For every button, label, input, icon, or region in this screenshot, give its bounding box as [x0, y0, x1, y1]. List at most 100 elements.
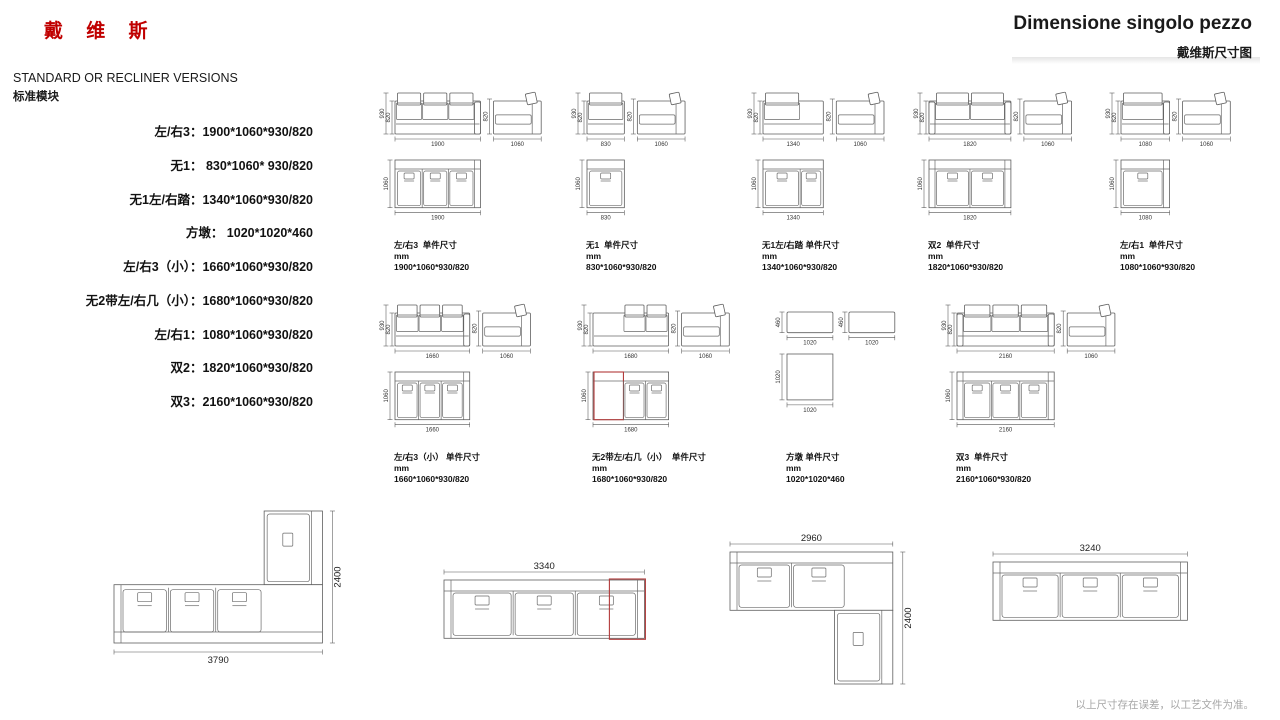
sofa-front-view	[394, 304, 471, 347]
svg-text:1340: 1340	[786, 216, 800, 222]
dim-vertical: 1060	[384, 371, 393, 420]
sofa-top-view	[394, 371, 471, 421]
svg-text:1060: 1060	[1110, 177, 1116, 191]
dim-vertical: 930	[578, 304, 587, 347]
dim-horizontal: 1340	[762, 210, 824, 222]
dim-horizontal: 1060	[1066, 348, 1116, 360]
config-run-top-view	[443, 579, 645, 639]
dim-vertical: 820	[1014, 98, 1023, 135]
sofa-front-view	[394, 92, 481, 135]
dim-horizontal: 1900	[394, 210, 481, 222]
svg-text:3240: 3240	[1080, 543, 1101, 554]
caption-line: mm	[786, 463, 802, 474]
ottoman-front-view	[786, 311, 834, 334]
caption-line: 双2 单件尺寸	[928, 240, 980, 250]
svg-text:1060: 1060	[853, 142, 867, 148]
dim-horizontal: 1020	[848, 335, 896, 347]
svg-text:830: 830	[601, 216, 612, 222]
sofa-side-view	[636, 91, 686, 135]
dim-vertical: 820	[1112, 100, 1121, 135]
sofa-top-view	[394, 159, 481, 209]
dim-vertical: 1060	[384, 159, 393, 208]
dim-horizontal: 3790	[113, 649, 323, 666]
spec-item: 左/右1：1080*1060*930/820	[154, 327, 313, 342]
svg-text:1820: 1820	[963, 142, 977, 148]
dim-horizontal: 1080	[1120, 136, 1170, 148]
svg-text:820: 820	[826, 111, 832, 122]
versions-subheading: 标准模块	[13, 91, 59, 103]
sofa-side-view	[482, 303, 531, 347]
caption-line: mm	[394, 251, 410, 262]
spec-item: 双2：1820*1060*930/820	[170, 361, 313, 376]
svg-text:820: 820	[754, 112, 760, 123]
dim-vertical: 820	[754, 100, 763, 135]
dim-vertical: 820	[948, 312, 957, 347]
dim-vertical: 820	[386, 100, 395, 135]
config-straight-3340: 3340	[436, 560, 691, 660]
brand-logo: 戴 维 斯	[44, 21, 157, 42]
caption-line: 左/右3（小） 单件尺寸	[394, 452, 480, 462]
caption-line: 左/右3 单件尺寸	[394, 240, 457, 250]
svg-text:820: 820	[672, 323, 678, 334]
svg-text:1060: 1060	[576, 177, 582, 191]
caption-line: mm	[1120, 251, 1136, 262]
dim-horizontal: 1900	[394, 136, 481, 148]
config-corner-3790: 3790 2400	[106, 505, 386, 680]
svg-text:1060: 1060	[384, 177, 390, 191]
caption-line: 无1左/右踏 单件尺寸	[762, 240, 840, 250]
dim-vertical: 930	[942, 304, 951, 347]
caption-line: mm	[586, 251, 602, 262]
svg-text:1060: 1060	[1084, 354, 1098, 360]
dim-horizontal: 1020	[786, 335, 834, 347]
svg-text:1080: 1080	[1139, 142, 1153, 148]
svg-text:2160: 2160	[999, 428, 1013, 434]
dim-vertical: 820	[473, 310, 482, 347]
sofa-front-view	[956, 304, 1055, 347]
caption-line: mm	[394, 463, 410, 474]
dim-vertical: 820	[1173, 98, 1182, 135]
svg-text:1340: 1340	[786, 142, 800, 148]
svg-text:930: 930	[380, 108, 386, 119]
svg-text:820: 820	[484, 111, 490, 122]
svg-text:460: 460	[776, 317, 782, 328]
svg-text:820: 820	[920, 112, 926, 123]
svg-text:1900: 1900	[431, 142, 445, 148]
svg-text:460: 460	[839, 317, 845, 328]
config-chaise-top-view	[263, 510, 323, 586]
caption-line: mm	[956, 463, 972, 474]
svg-text:820: 820	[1173, 111, 1179, 122]
dim-vertical: 930	[380, 304, 389, 347]
caption-line: 1340*1060*930/820	[762, 262, 838, 273]
dim-horizontal: 1020	[786, 402, 834, 414]
dim-vertical: 820	[672, 310, 681, 347]
dim-horizontal: 1060	[836, 136, 885, 148]
dim-horizontal: 2160	[956, 348, 1055, 360]
versions-heading: STANDARD OR RECLINER VERSIONS	[13, 71, 238, 85]
sofa-side-view	[1023, 91, 1073, 135]
highlight-box	[608, 578, 646, 640]
caption-line: 2160*1060*930/820	[956, 474, 1032, 485]
config-drawing: 3240	[992, 543, 1188, 621]
svg-text:930: 930	[748, 108, 754, 119]
dim-horizontal: 1060	[1182, 136, 1231, 148]
svg-text:820: 820	[578, 112, 584, 123]
svg-text:930: 930	[1106, 108, 1112, 119]
svg-text:1020: 1020	[776, 370, 782, 384]
dim-vertical: 2400	[329, 510, 343, 644]
sofa-top-view	[928, 159, 1012, 209]
caption-line: 方墩 单件尺寸	[786, 452, 840, 462]
caption-line: mm	[592, 463, 608, 474]
svg-text:1060: 1060	[1041, 142, 1055, 148]
svg-text:1060: 1060	[918, 177, 924, 191]
